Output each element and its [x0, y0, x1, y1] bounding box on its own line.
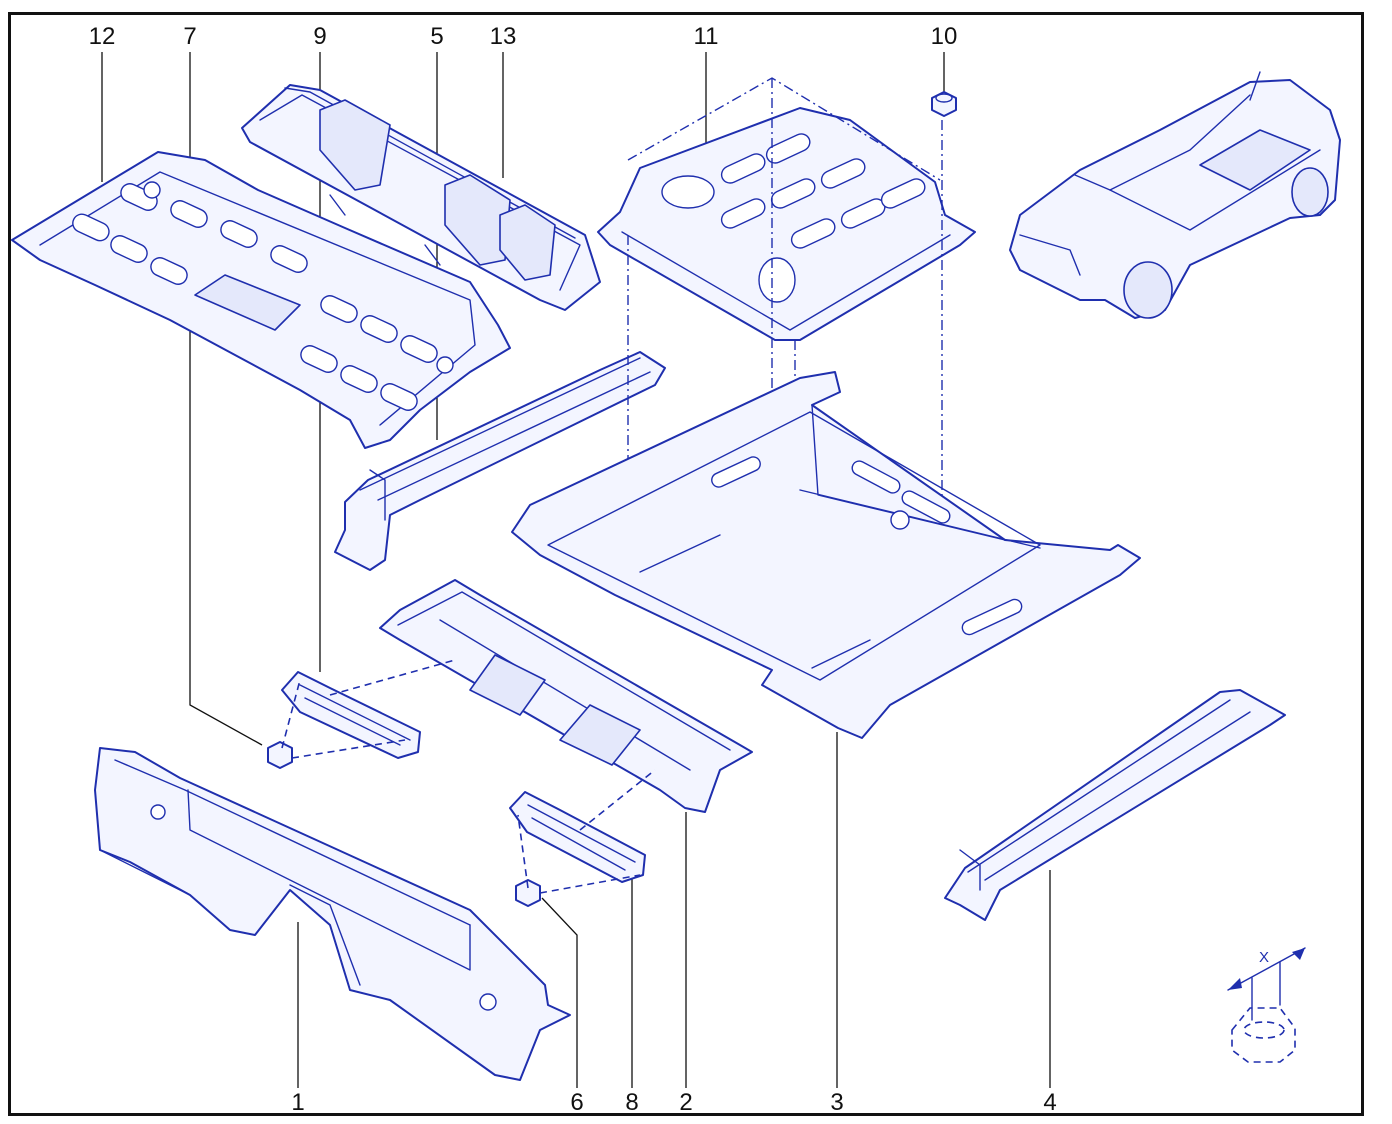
part-11-tray-cover	[597, 107, 976, 341]
car-location-thumbnail	[1009, 71, 1341, 319]
part-1-front-rail	[94, 747, 571, 1081]
part-8-bracket	[509, 791, 646, 883]
fastener-paths	[281, 659, 656, 894]
callout-11: 11	[694, 23, 719, 50]
callout-1: 1	[291, 1089, 304, 1116]
part-10-nut	[931, 91, 957, 117]
part-7-bolt	[267, 741, 293, 769]
part-4-right-sill	[944, 689, 1286, 921]
callout-10: 10	[931, 23, 958, 50]
callout-12: 12	[89, 23, 116, 50]
part-6-bolt	[515, 879, 541, 907]
diagram-frame	[8, 12, 1364, 1116]
callout-7: 7	[183, 23, 196, 50]
callout-5: 5	[430, 23, 443, 50]
part-5-left-sill	[334, 351, 666, 571]
part-2-front-cross-member	[379, 579, 753, 813]
part-12-rear-floor-panel	[11, 151, 511, 449]
nut-dimension-detail: X	[1227, 947, 1306, 1063]
dimension-label-x: X	[1259, 949, 1269, 966]
callout-2: 2	[679, 1089, 692, 1116]
callout-3: 3	[830, 1089, 843, 1116]
callout-4: 4	[1043, 1089, 1056, 1116]
part-3-central-floor	[511, 371, 1141, 739]
callout-13: 13	[490, 23, 517, 50]
callout-6: 6	[570, 1089, 583, 1116]
part-9-bracket	[281, 671, 421, 759]
part-13-rear-cross-member	[241, 84, 601, 311]
callout-9: 9	[313, 23, 326, 50]
callout-8: 8	[625, 1089, 638, 1116]
